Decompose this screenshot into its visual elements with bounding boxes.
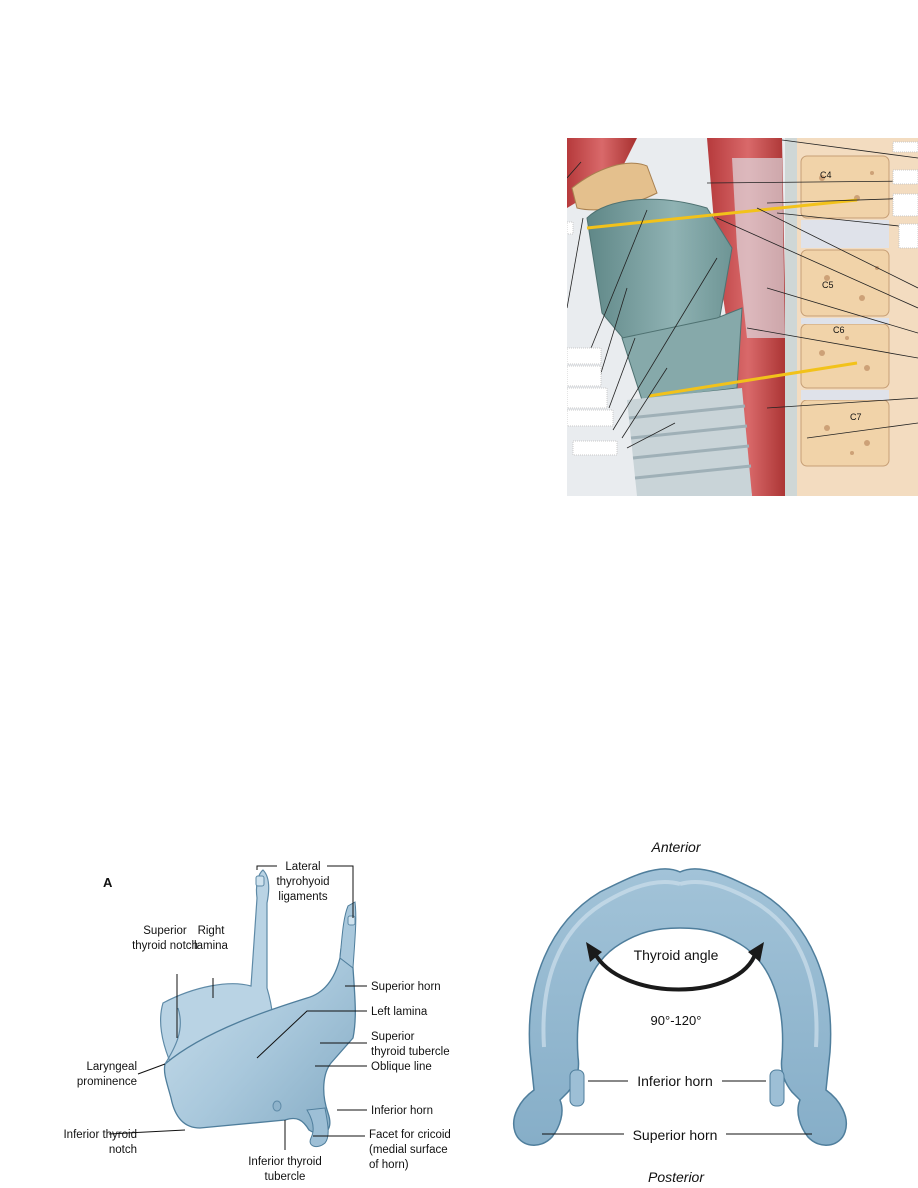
label-left-lamina: Left lamina: [371, 1006, 428, 1018]
label-superior-thyroid-notch-2: thyroid notch: [132, 940, 198, 952]
label-facet-for-cricoid-3: of horn): [369, 1159, 409, 1171]
label-anterior: Anterior: [650, 839, 701, 855]
label-inferior-thyroid-notch-1: Inferior thyroid: [63, 1129, 137, 1141]
label-laryngeal-prominence-2: prominence: [77, 1076, 137, 1088]
label-angle-range: 90°-120°: [651, 1013, 702, 1028]
vertebra-label-c7: C7: [850, 412, 862, 422]
label-laryngeal-prominence-1: Laryngeal: [86, 1061, 137, 1073]
label-inferior-horn-superior-view: Inferior horn: [637, 1073, 712, 1089]
lateral-leader-lines: [108, 865, 367, 1150]
vertebra-label-c5: C5: [822, 280, 834, 290]
label-inferior-thyroid-tubercle-2: tubercle: [265, 1171, 306, 1183]
label-oblique-line: Oblique line: [371, 1061, 432, 1073]
superior-view-illustration: Anterior Thyroid angle 90°-120° Inferior…: [513, 839, 847, 1185]
sagittal-section-illustration: C4 C5 C6 C7: [567, 138, 918, 496]
label-right-lamina-2: lamina: [194, 940, 228, 952]
blank-label-boxes: [567, 141, 918, 456]
lateral-view-illustration: A Lateral thyrohyoid ligaments Superior …: [63, 861, 451, 1183]
label-inferior-thyroid-notch-2: notch: [109, 1144, 137, 1156]
sagittal-section-figure: C4 C5 C6 C7: [567, 138, 918, 496]
label-superior-thyroid-tubercle-1: Superior: [371, 1031, 415, 1043]
thyroid-cartilage-superior-view: Anterior Thyroid angle 90°-120° Inferior…: [490, 832, 890, 1188]
label-inferior-thyroid-tubercle-1: Inferior thyroid: [248, 1156, 322, 1168]
label-superior-thyroid-tubercle-2: thyroid tubercle: [371, 1046, 450, 1058]
thyroid-cartilage-lateral-view: A Lateral thyrohyoid ligaments Superior …: [45, 858, 475, 1188]
label-superior-horn: Superior horn: [371, 981, 441, 993]
label-facet-for-cricoid-1: Facet for cricoid: [369, 1129, 451, 1141]
superior-leader-lines: [542, 1080, 812, 1135]
label-facet-for-cricoid-2: (medial surface: [369, 1144, 448, 1156]
label-lateral-thyrohyoid-3: ligaments: [278, 891, 327, 903]
label-posterior: Posterior: [648, 1169, 705, 1185]
vertebra-label-c6: C6: [833, 325, 845, 335]
label-right-lamina-1: Right: [198, 925, 226, 937]
label-thyroid-angle: Thyroid angle: [634, 947, 719, 963]
label-superior-thyroid-notch-1: Superior: [143, 925, 187, 937]
label-lateral-thyrohyoid-1: Lateral: [285, 861, 320, 873]
label-superior-horn-superior-view: Superior horn: [633, 1127, 718, 1143]
label-lateral-thyrohyoid-2: thyrohyoid: [276, 876, 329, 888]
label-inferior-horn: Inferior horn: [371, 1105, 433, 1117]
panel-letter: A: [103, 875, 113, 890]
vertebra-label-c4: C4: [820, 170, 832, 180]
